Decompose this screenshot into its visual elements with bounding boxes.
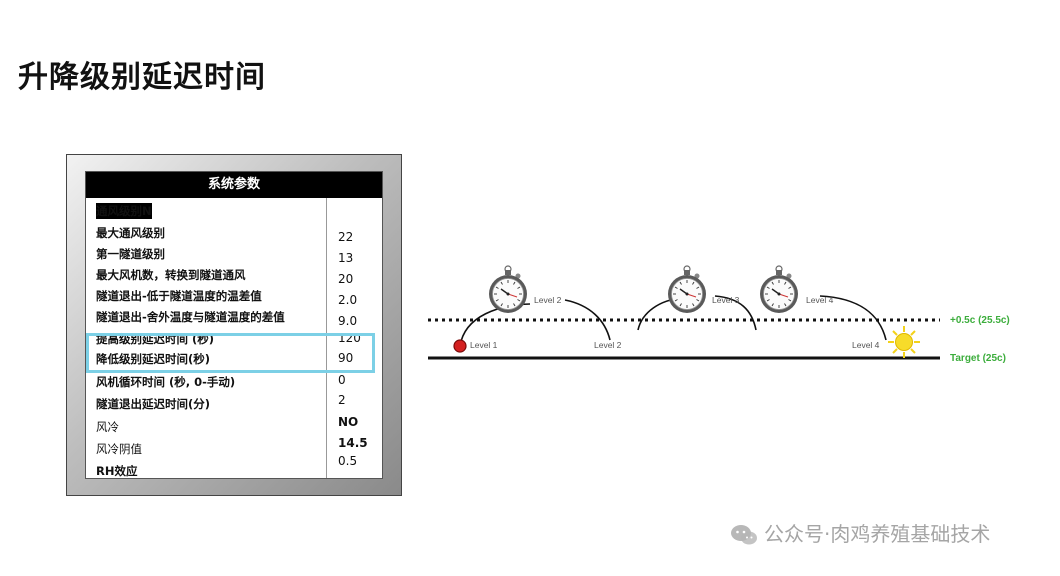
rise-arc-4 [714, 295, 757, 331]
param-label: 通风级别N [96, 203, 152, 219]
delay-highlight-box [86, 333, 375, 373]
param-value: 22 [338, 230, 354, 244]
param-row: 隧道退出延迟时间(分) 2 [86, 393, 382, 414]
param-value: 2 [338, 393, 346, 407]
level-delay-diagram: Level 1 Level 2 Level 2 Level 3 Level 4 … [420, 250, 1040, 390]
label-level3-top: Level 3 [712, 295, 740, 305]
param-row: 风机循环时间 (秒, 0-手动) 0 [86, 371, 382, 392]
param-row-lower-delay: 降低级别延迟时间(秒) 90 [86, 348, 382, 369]
param-value: 9.0 [338, 314, 358, 328]
param-label: 隧道退出-低于隧道温度的温差值 [96, 289, 262, 303]
column-divider [326, 198, 327, 478]
upper-line-label: +0.5c (25.5c) [950, 315, 1010, 326]
label-level4-bottom: Level 4 [852, 340, 880, 350]
param-row: 隧道退出-低于隧道温度的温差值 2.0 [86, 285, 382, 307]
param-value: NO [338, 415, 359, 429]
param-label: 隧道退出延迟时间(分) [96, 397, 211, 411]
sun-icon [888, 326, 920, 358]
diagram-canvas [428, 265, 940, 360]
param-row: 最大风机数，转换到隧道通风 20 [86, 264, 382, 286]
param-label: 第一隧道级别 [96, 247, 165, 261]
stopwatch-icon [759, 265, 799, 314]
param-row: 最大通风级别 22 [86, 222, 382, 244]
param-value: 2.0 [338, 293, 358, 307]
stopwatch-icon [667, 265, 707, 314]
param-value: 0 [338, 373, 346, 387]
wechat-icon [731, 525, 757, 545]
red-dot-marker [453, 339, 467, 353]
stopwatch-icon [488, 265, 528, 314]
label-level2-bottom: Level 2 [594, 340, 622, 350]
param-row: 第一隧道级别 13 [86, 243, 382, 265]
param-label: RH效应 [96, 464, 138, 478]
param-label: 风机循环时间 (秒, 0-手动) [96, 375, 236, 389]
param-row: 风冷 NO [86, 415, 382, 437]
label-level4-top: Level 4 [806, 295, 834, 305]
watermark-text: 公众号·肉鸡养殖基础技术 [764, 522, 991, 546]
param-row: 隧道退出-舍外温度与隧道温度的差值 9.0 [86, 306, 382, 328]
param-value: 20 [338, 272, 354, 286]
param-row: 风冷阴值 14.5 [86, 436, 382, 459]
rise-arc-2 [564, 299, 611, 341]
rise-arc-5 [819, 295, 887, 341]
param-row: RH效应 0.5 [86, 454, 382, 481]
target-line-label: Target (25c) [950, 353, 1006, 364]
param-row: 通风级别N [86, 200, 382, 221]
param-value: 90 [338, 351, 354, 365]
param-label: 最大风机数，转换到隧道通风 [96, 268, 246, 282]
parameter-panel-frame: 系统参数 通风级别N 最大通风级别 22 第一隧道级别 13 最大风机数，转换到… [66, 154, 402, 496]
param-value: 14.5 [338, 436, 368, 450]
panel-header: 系统参数 [86, 172, 382, 198]
param-value: 13 [338, 251, 354, 265]
label-level2-top: Level 2 [534, 295, 562, 305]
parameter-panel: 系统参数 通风级别N 最大通风级别 22 第一隧道级别 13 最大风机数，转换到… [85, 171, 383, 479]
param-label: 最大通风级别 [96, 226, 165, 240]
param-label: 隧道退出-舍外温度与隧道温度的差值 [96, 310, 285, 324]
param-label: 风冷阴值 [96, 442, 142, 456]
param-value: 0.5 [338, 454, 358, 468]
label-level1-bottom: Level 1 [470, 340, 498, 350]
page-title: 升降级别延迟时间 [18, 60, 266, 95]
param-label: 风冷 [96, 420, 119, 434]
param-label: 降低级别延迟时间(秒) [96, 352, 211, 366]
